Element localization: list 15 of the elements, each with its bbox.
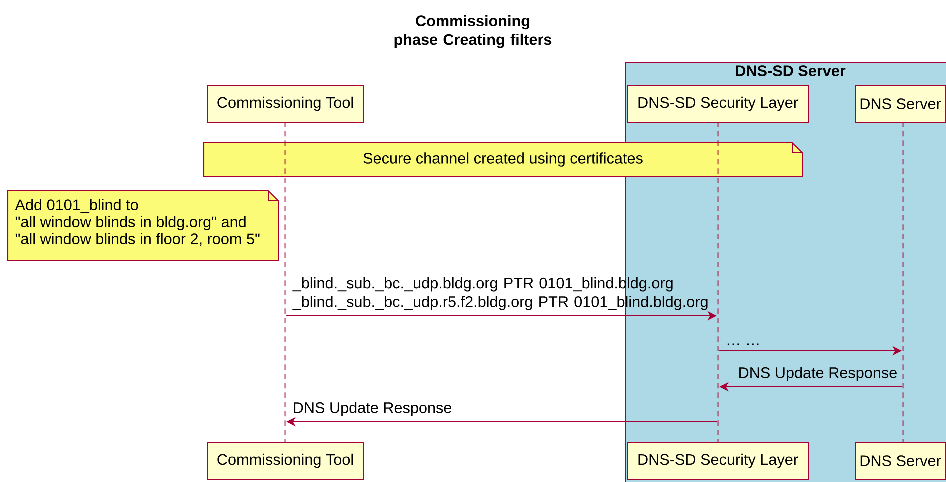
lifeline — [718, 122, 719, 443]
participant-box: Commissioning Tool — [207, 442, 364, 480]
note: Secure channel created using certificates — [203, 142, 804, 178]
message-label: DNS Update Response — [740, 367, 897, 382]
message-label: DNS Update Response — [294, 402, 452, 416]
title: Commissioning phase Creating filters — [394, 15, 552, 48]
participant-box: DNS-SD Security Layer — [627, 85, 810, 124]
participant-box: DNS-SD Security Layer — [627, 442, 810, 480]
participant-box: DNS Server — [855, 85, 946, 124]
lifeline — [284, 122, 286, 443]
note: Add 0101_blind to "all window blinds in bldg.org" and "all window blinds in floor 2, room 5" — [7, 190, 280, 262]
participant-box: Commissioning Tool — [207, 85, 364, 124]
lifeline — [902, 122, 904, 443]
participant-box: DNS Server — [855, 442, 946, 480]
message-label: … … — [728, 344, 759, 346]
